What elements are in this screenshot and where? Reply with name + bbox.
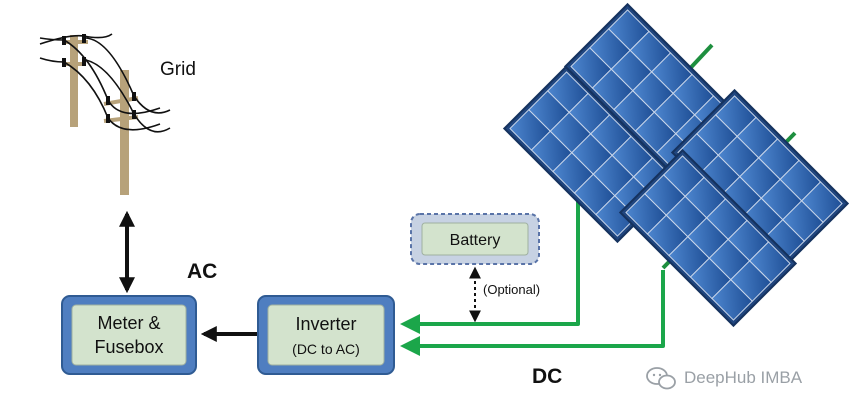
ac-label: AC — [187, 260, 217, 283]
meter-label-line1: Meter & — [97, 313, 160, 333]
optional-label: (Optional) — [483, 282, 540, 297]
dc-label: DC — [532, 365, 562, 388]
battery-box: Battery — [410, 213, 540, 265]
pole-left — [70, 35, 78, 127]
watermark-text: DeepHub IMBA — [684, 368, 803, 387]
meter-label-line2: Fusebox — [94, 337, 163, 357]
solar-panels — [502, 2, 850, 328]
inverter-label-line1: Inverter — [295, 314, 356, 334]
grid-label: Grid — [160, 59, 196, 80]
solar-cell — [748, 241, 791, 284]
solar-cell — [800, 181, 843, 224]
inverter-label-line2: (DC to AC) — [292, 341, 360, 357]
watermark: DeepHub IMBA — [646, 367, 803, 390]
pole-right — [120, 70, 129, 195]
utility-poles — [39, 33, 171, 195]
dc-wire-lower — [400, 270, 665, 356]
dc-wire-upper — [400, 186, 580, 334]
meter-fusebox-box: Meter & Fusebox — [61, 295, 197, 375]
inverter-box: Inverter (DC to AC) — [257, 295, 395, 375]
battery-label: Battery — [450, 232, 501, 249]
wechat-icon — [646, 367, 676, 390]
solar-panel-4 — [618, 148, 798, 328]
